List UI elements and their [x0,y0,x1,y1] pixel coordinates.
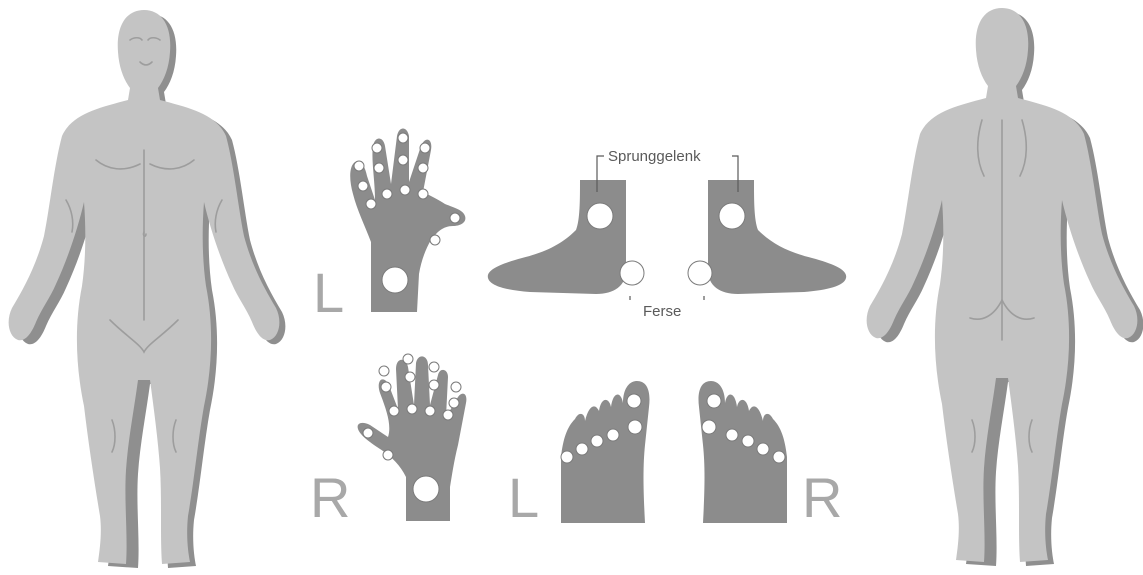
foot-right-side-shape [708,180,846,294]
feet-top-diagram [555,375,815,525]
body-front-figure [0,0,290,575]
foot-left-side-shape [488,180,626,294]
hand-right-letter: R [310,470,350,526]
hand-left-diagram [345,122,475,322]
foot-right-letter: R [802,470,842,526]
hand-left-letter: L [313,265,344,321]
hand-right-diagram [350,345,480,525]
heel-joints [620,261,712,285]
body-back-figure [858,0,1143,575]
heel-callout-lines [630,296,704,300]
ankle-label: Sprunggelenk [608,149,701,164]
heel-label: Ferse [643,304,681,319]
foot-left-letter: L [508,470,539,526]
hand-left-shape [350,129,465,313]
